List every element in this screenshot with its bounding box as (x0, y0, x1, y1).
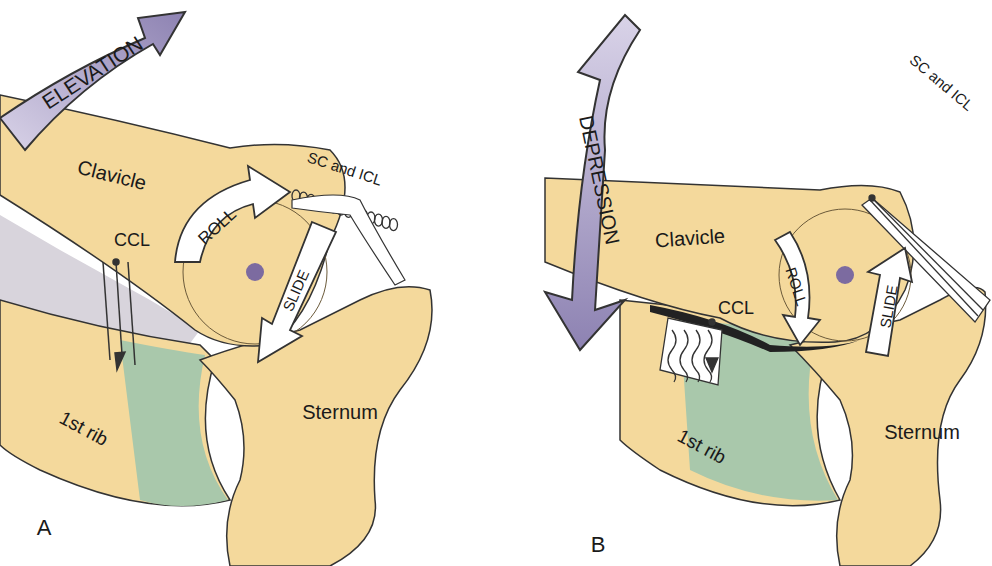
coil-turn (382, 216, 390, 228)
elevation-arrow (0, 12, 185, 150)
lax-fiber (692, 330, 700, 382)
ligament-name: CCL (718, 299, 754, 317)
slide-arrow (258, 222, 336, 362)
ccl-ligament (660, 318, 722, 385)
bone-name: Sternum (302, 402, 378, 422)
lax-fiber (704, 330, 712, 382)
ccl-ligament (103, 259, 135, 370)
panel-letter: A (37, 517, 52, 539)
lax-fiber (668, 330, 676, 382)
panel-b (545, 15, 990, 566)
ligament-name: CCL (114, 231, 150, 249)
coil-turn (390, 219, 398, 231)
ligament-name: SC and ICL (907, 51, 976, 112)
roll-arrow (175, 166, 290, 262)
panel-letter: B (591, 534, 606, 556)
depression-arrow (545, 15, 640, 350)
lax-fiber (680, 330, 688, 382)
axis-dot (836, 266, 854, 284)
bone-name: Clavicle (654, 226, 725, 251)
arrow-label: ELEVATION (38, 32, 146, 112)
clavicle (0, 95, 345, 346)
coil-turn (375, 214, 383, 226)
bone-name: Sternum (884, 422, 960, 442)
panel-a (0, 12, 432, 566)
slide-arrow (866, 248, 912, 356)
roll-arrow (775, 232, 820, 345)
axis-dot (246, 263, 264, 281)
